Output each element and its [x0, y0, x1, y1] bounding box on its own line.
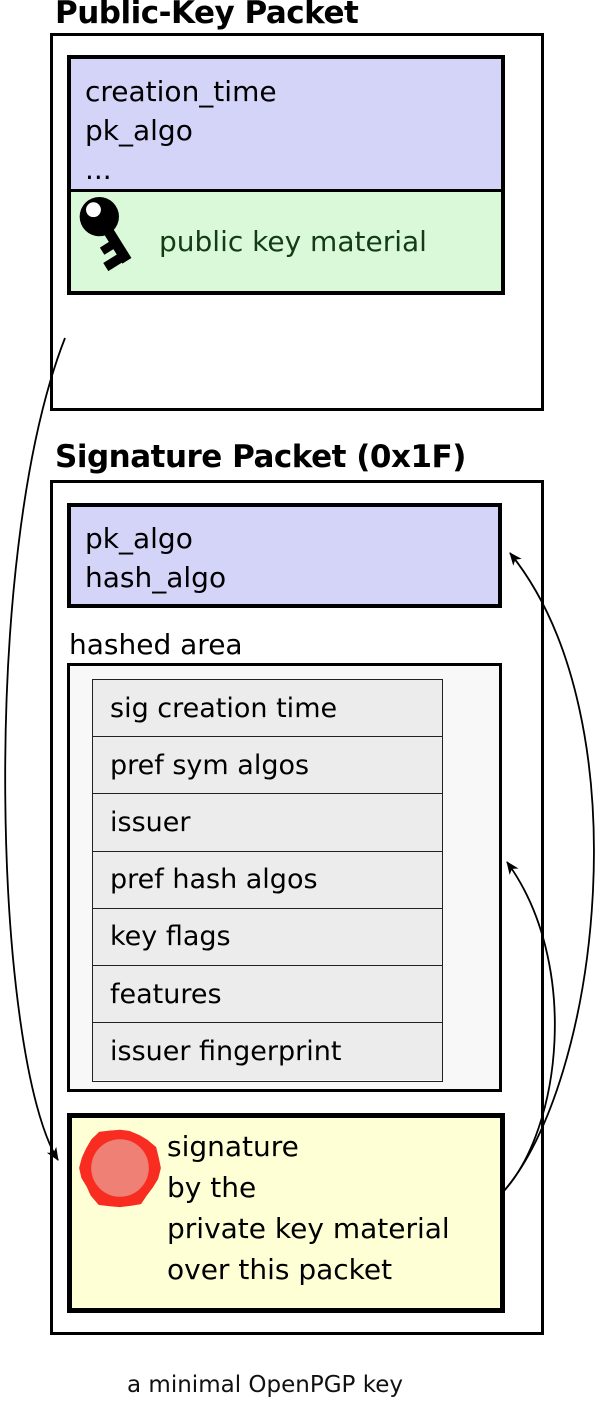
subpacket-features: features	[93, 965, 442, 1024]
hashed-area-label: hashed area	[69, 628, 243, 661]
signature-header-fields: pk_algo hash_algo	[67, 503, 502, 608]
signature-description: signature by the private key material ov…	[167, 1126, 450, 1290]
public-key-material-section: public key material	[71, 189, 501, 291]
subpacket-sig-creation-time: sig creation time	[93, 680, 442, 738]
field-creation-time: creation_time	[85, 75, 277, 108]
sig-line-3: private key material	[167, 1212, 450, 1245]
diagram-caption: a minimal OpenPGP key	[127, 1372, 403, 1398]
field-sig-hash-algo: hash_algo	[85, 561, 227, 594]
subpacket-issuer-fingerprint: issuer fingerprint	[93, 1023, 442, 1081]
public-key-material-label: public key material	[159, 225, 427, 258]
sig-line-2: by the	[167, 1171, 257, 1204]
field-pk-algo: pk_algo	[85, 114, 193, 147]
seal-icon	[77, 1125, 163, 1211]
subpacket-pref-hash-algos: pref hash algos	[93, 851, 442, 909]
field-sig-pk-algo: pk_algo	[85, 522, 193, 555]
hashed-area-box: sig creation time pref sym algos issuer …	[67, 663, 502, 1092]
public-key-packet-title: Public-Key Packet	[55, 0, 359, 31]
key-icon	[77, 194, 145, 286]
subpacket-issuer: issuer	[93, 794, 442, 852]
signature-packet-title: Signature Packet (0x1F)	[55, 439, 466, 475]
sig-line-4: over this packet	[167, 1253, 393, 1286]
signature-value-box: signature by the private key material ov…	[67, 1113, 505, 1313]
hashed-subpacket-list: sig creation time pref sym algos issuer …	[92, 679, 443, 1082]
sig-line-1: signature	[167, 1130, 299, 1163]
subpacket-key-flags: key flags	[93, 908, 442, 966]
field-ellipsis: ...	[85, 153, 112, 186]
public-key-header-fields: creation_time pk_algo ...	[71, 59, 501, 205]
subpacket-pref-sym-algos: pref sym algos	[93, 737, 442, 795]
public-key-packet-contents: creation_time pk_algo ... public key mat…	[67, 55, 505, 295]
